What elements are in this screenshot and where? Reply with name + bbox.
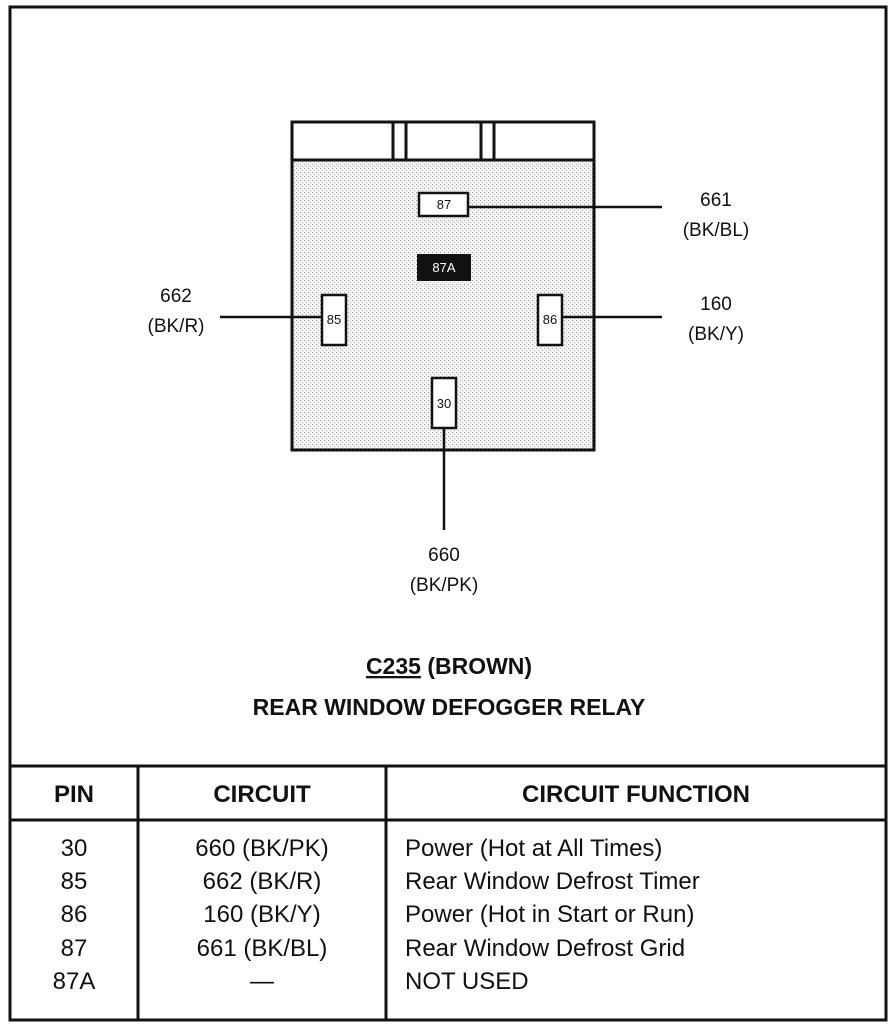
wire-662-circuit: 662 — [160, 286, 192, 307]
pin-30-terminal: 30 — [430, 376, 458, 430]
pin-87-label: 87 — [437, 197, 451, 212]
header-pin: PIN — [54, 781, 94, 808]
wire-660-circuit: 660 — [428, 545, 460, 566]
table-row: 87A — NOT USED — [53, 968, 529, 995]
cell-function: Power (Hot at All Times) — [405, 835, 662, 862]
cell-circuit: 662 (BK/R) — [203, 868, 322, 895]
cell-function: Rear Window Defrost Grid — [405, 935, 685, 962]
cell-pin: 87A — [53, 968, 96, 995]
cell-pin: 30 — [61, 835, 88, 862]
pinout-table: PIN CIRCUIT CIRCUIT FUNCTION 30 660 (BK/… — [10, 764, 886, 1020]
connector-color: (BROWN) — [427, 653, 532, 679]
pin-87a-terminal: 87A — [417, 254, 471, 281]
header-circuit-function: CIRCUIT FUNCTION — [522, 781, 750, 808]
wire-660-color: (BK/PK) — [410, 575, 479, 596]
pin-87-terminal: 87 — [417, 191, 470, 218]
pin-86-label: 86 — [543, 312, 557, 327]
connector-title: C235 (BROWN) — [366, 653, 532, 679]
table-row: 85 662 (BK/R) Rear Window Defrost Timer — [61, 868, 700, 895]
table-row: 30 660 (BK/PK) Power (Hot at All Times) — [61, 835, 663, 862]
cell-circuit: — — [250, 968, 274, 995]
outer-frame — [8, 5, 888, 1022]
cell-circuit: 661 (BK/BL) — [197, 935, 328, 962]
connector-name: REAR WINDOW DEFOGGER RELAY — [253, 694, 646, 720]
table-row: 87 661 (BK/BL) Rear Window Defrost Grid — [61, 935, 685, 962]
table-row: 86 160 (BK/Y) Power (Hot in Start or Run… — [61, 901, 695, 928]
pin-85-label: 85 — [327, 312, 341, 327]
pin-30-label: 30 — [437, 396, 451, 411]
pin-86-terminal: 86 — [536, 293, 564, 347]
cell-function: Rear Window Defrost Timer — [405, 868, 700, 895]
pin-87a-label: 87A — [432, 260, 455, 275]
pin-85-terminal: 85 — [320, 293, 348, 347]
cell-pin: 85 — [61, 868, 88, 895]
wire-160-circuit: 160 — [700, 294, 732, 315]
wire-661-color: (BK/BL) — [683, 220, 750, 241]
connector-id: C235 — [366, 653, 421, 679]
cell-pin: 86 — [61, 901, 88, 928]
wire-662-color: (BK/R) — [148, 316, 205, 337]
cell-function: Power (Hot in Start or Run) — [405, 901, 694, 928]
cell-function: NOT USED — [405, 968, 529, 995]
wire-661-circuit: 661 — [700, 190, 732, 211]
header-circuit: CIRCUIT — [213, 781, 311, 808]
cell-circuit: 160 (BK/Y) — [203, 901, 320, 928]
wire-160-color: (BK/Y) — [688, 324, 744, 345]
cell-circuit: 660 (BK/PK) — [195, 835, 328, 862]
cell-pin: 87 — [61, 935, 88, 962]
